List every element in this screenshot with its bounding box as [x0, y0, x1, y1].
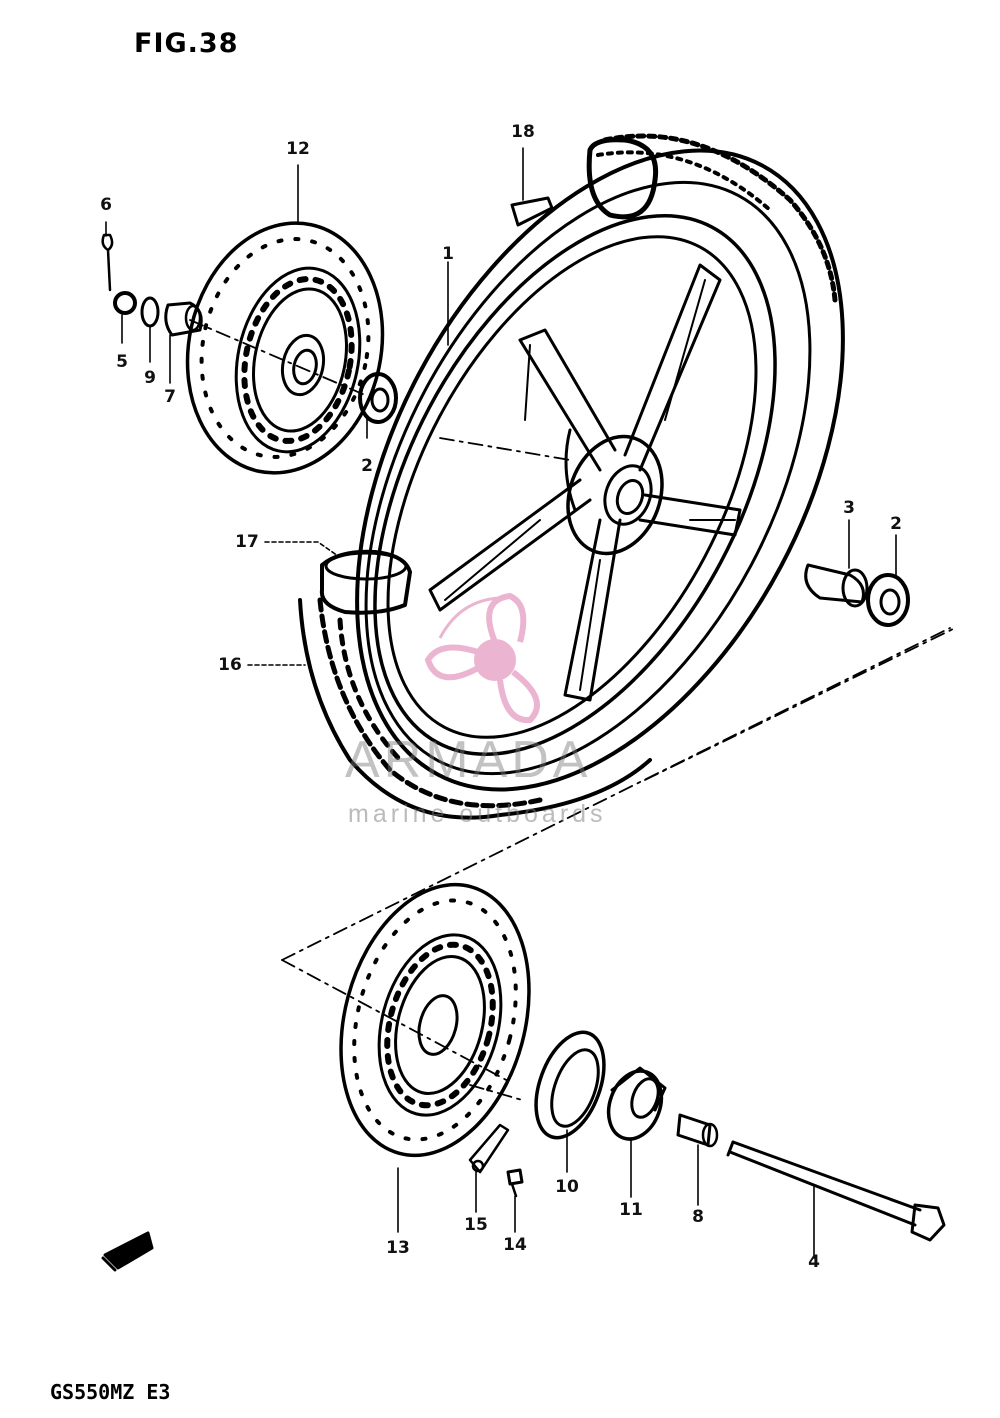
- callout-12: 12: [286, 139, 310, 159]
- callout-15: 15: [464, 1215, 488, 1235]
- inner-tube-section: [319, 549, 412, 615]
- callout-14: 14: [503, 1235, 527, 1255]
- callout-8: 8: [692, 1207, 704, 1227]
- front-axle: [726, 1140, 946, 1242]
- spacer-bearing-right: [804, 563, 910, 627]
- callout-17: 17: [235, 532, 259, 552]
- callout-6: 6: [100, 195, 112, 215]
- watermark-tagline: marine outboards: [348, 800, 607, 828]
- leader-lines: [105, 147, 897, 1259]
- watermark-brand: ARMADA: [345, 731, 592, 789]
- callout-1: 1: [442, 244, 454, 264]
- brake-disc-right: [339, 882, 531, 1158]
- axle-nut-set: [101, 233, 203, 337]
- forward-arrow-icon: [101, 1231, 154, 1272]
- callout-3: 3: [843, 498, 855, 518]
- spacer-small: [676, 1113, 719, 1148]
- callout-11: 11: [619, 1200, 643, 1220]
- axis-lines: [189, 319, 956, 1101]
- callout-2-right: 2: [890, 514, 902, 534]
- callout-4: 4: [808, 1252, 820, 1272]
- callout-9: 9: [144, 368, 156, 388]
- rim-band: [510, 196, 554, 227]
- bearing-upper: [358, 372, 398, 424]
- speedometer-gearbox: [606, 1066, 667, 1141]
- wheel-assembly: [298, 133, 845, 820]
- brake-disc-left: [185, 221, 385, 475]
- callout-10: 10: [555, 1177, 579, 1197]
- callout-16: 16: [218, 655, 242, 675]
- dust-cover: [534, 1030, 606, 1140]
- callout-18: 18: [511, 122, 535, 142]
- lock-washer: [468, 1123, 510, 1174]
- disc-bolt: [506, 1168, 524, 1198]
- callout-2-upper: 2: [361, 456, 373, 476]
- model-code: GS550MZ E3: [50, 1380, 171, 1404]
- armada-logo-icon: [424, 592, 540, 724]
- callout-7: 7: [164, 387, 176, 407]
- callout-5: 5: [116, 352, 128, 372]
- figure-title: FIG.38: [134, 28, 239, 59]
- callout-13: 13: [386, 1238, 410, 1258]
